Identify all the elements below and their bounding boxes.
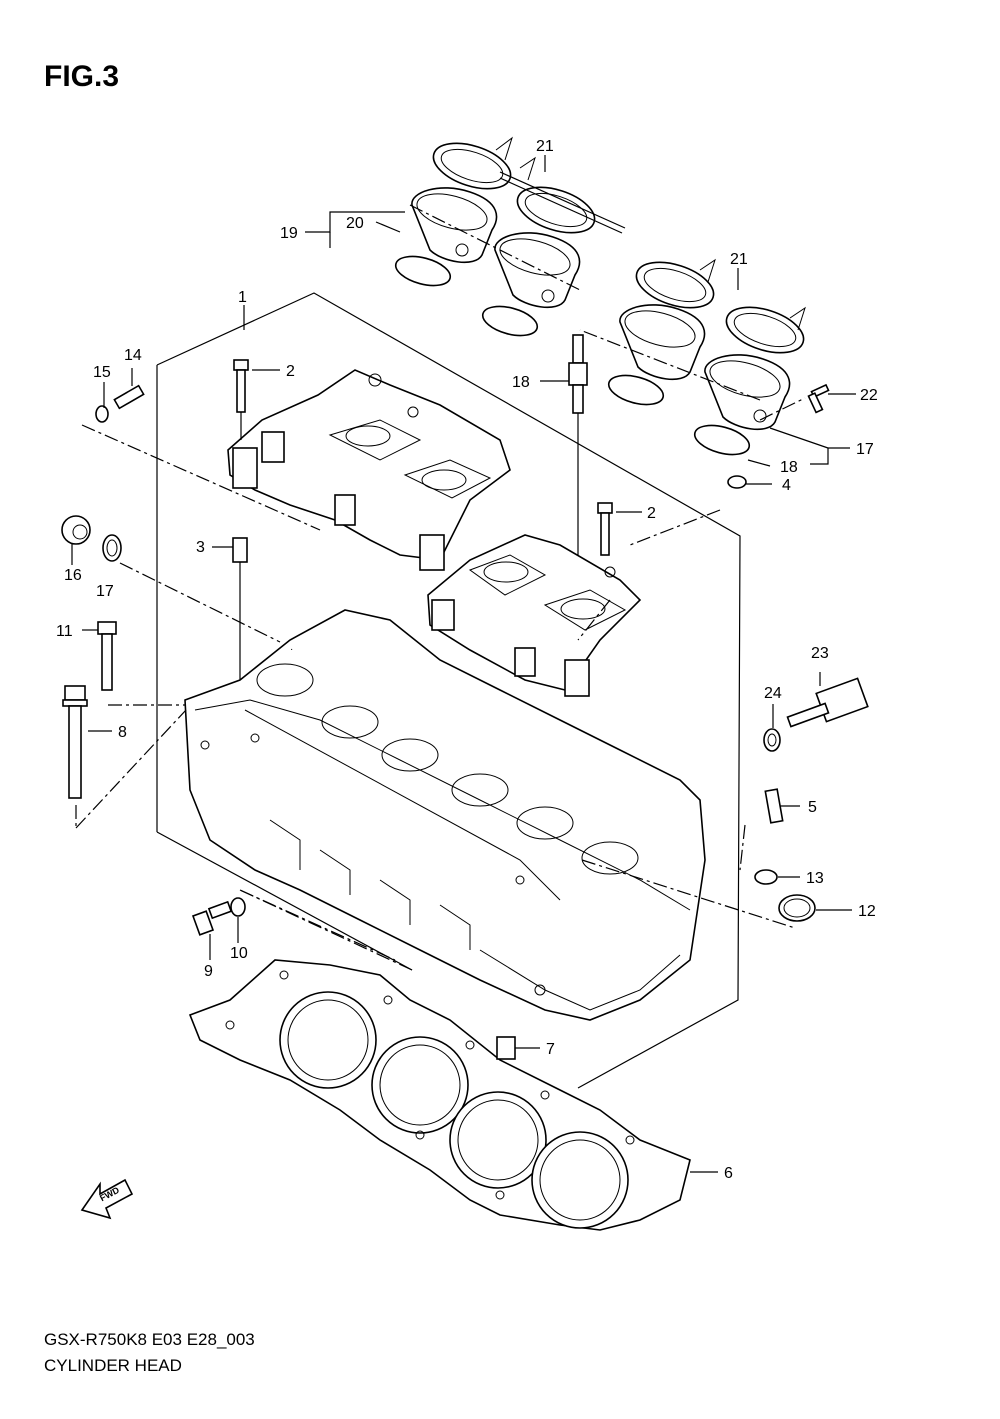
callout-21-upper: 21 xyxy=(536,138,554,155)
callout-9: 9 xyxy=(204,963,213,980)
callout-18-upper: 18 xyxy=(512,374,530,391)
diagram-caption: CYLINDER HEAD xyxy=(44,1356,182,1375)
callout-7: 7 xyxy=(546,1041,555,1058)
intake-funnel-upper-left xyxy=(432,136,626,234)
bolt-2-left xyxy=(233,359,280,440)
callout-18-right: 18 xyxy=(780,459,798,476)
intake-funnel-right xyxy=(607,258,806,456)
cylinder-head-gasket xyxy=(188,959,691,1231)
cylinder-head-body: · xyxy=(184,609,706,1021)
model-code: GSX-R750K8 E03 E28_003 xyxy=(44,1330,255,1349)
gasket-17-left xyxy=(102,534,122,562)
pipe-5 xyxy=(764,788,784,824)
leader-lines xyxy=(103,155,856,1173)
callout-14: 14 xyxy=(124,347,142,364)
callout-17-left: 17 xyxy=(96,583,114,600)
fitting-14 xyxy=(95,384,145,423)
o-ring-13 xyxy=(754,869,778,885)
camshaft-holder-left xyxy=(227,369,511,571)
callout-17-right: 17 xyxy=(856,441,874,458)
camshaft-holder-right xyxy=(427,534,642,697)
callout-3: 3 xyxy=(196,539,205,556)
callout-5: 5 xyxy=(808,799,817,816)
temp-sensor-23 xyxy=(786,677,869,728)
callout-15: 15 xyxy=(93,364,111,381)
callout-11: 11 xyxy=(56,623,73,640)
washer-24 xyxy=(763,728,781,752)
callout-22: 22 xyxy=(860,387,878,404)
bolt-2-right xyxy=(597,502,642,556)
callout-13: 13 xyxy=(806,870,824,887)
assembly-frame xyxy=(156,292,741,1089)
callout-6: 6 xyxy=(724,1165,733,1182)
callout-2-lower: 2 xyxy=(647,505,656,522)
callout-24: 24 xyxy=(764,685,782,702)
callout-21-right: 21 xyxy=(730,251,748,268)
dowel-pin-7 xyxy=(496,1036,540,1060)
alignment-lines xyxy=(75,204,806,971)
washer-10 xyxy=(230,897,246,917)
callout-8: 8 xyxy=(118,724,127,741)
svg-text:·: · xyxy=(290,644,293,655)
callout-19: 19 xyxy=(280,225,298,242)
callout-2-upper: 2 xyxy=(286,363,295,380)
callout-4: 4 xyxy=(782,477,791,494)
callout-12: 12 xyxy=(858,903,876,920)
bolt-8 xyxy=(62,685,112,799)
washer-4 xyxy=(727,475,747,489)
callout-16: 16 xyxy=(64,567,82,584)
bolt-11 xyxy=(82,621,117,691)
intake-joint-upper-left xyxy=(394,187,581,337)
o-ring-12 xyxy=(778,894,816,922)
callout-labels: 1 2 2 3 4 5 6 7 8 9 10 11 12 13 14 15 16… xyxy=(56,138,878,1182)
plug-16 xyxy=(61,515,91,565)
callout-20: 20 xyxy=(346,215,364,232)
callout-10: 10 xyxy=(230,945,248,962)
dowel-pin-3 xyxy=(212,537,248,690)
screw-22 xyxy=(807,383,830,414)
callout-23: 23 xyxy=(811,645,829,662)
fwd-arrow-icon: FWD xyxy=(80,1178,134,1220)
callout-1: 1 xyxy=(238,289,247,306)
bolt-9 xyxy=(191,900,233,936)
figure-title: FIG.3 xyxy=(44,60,120,93)
